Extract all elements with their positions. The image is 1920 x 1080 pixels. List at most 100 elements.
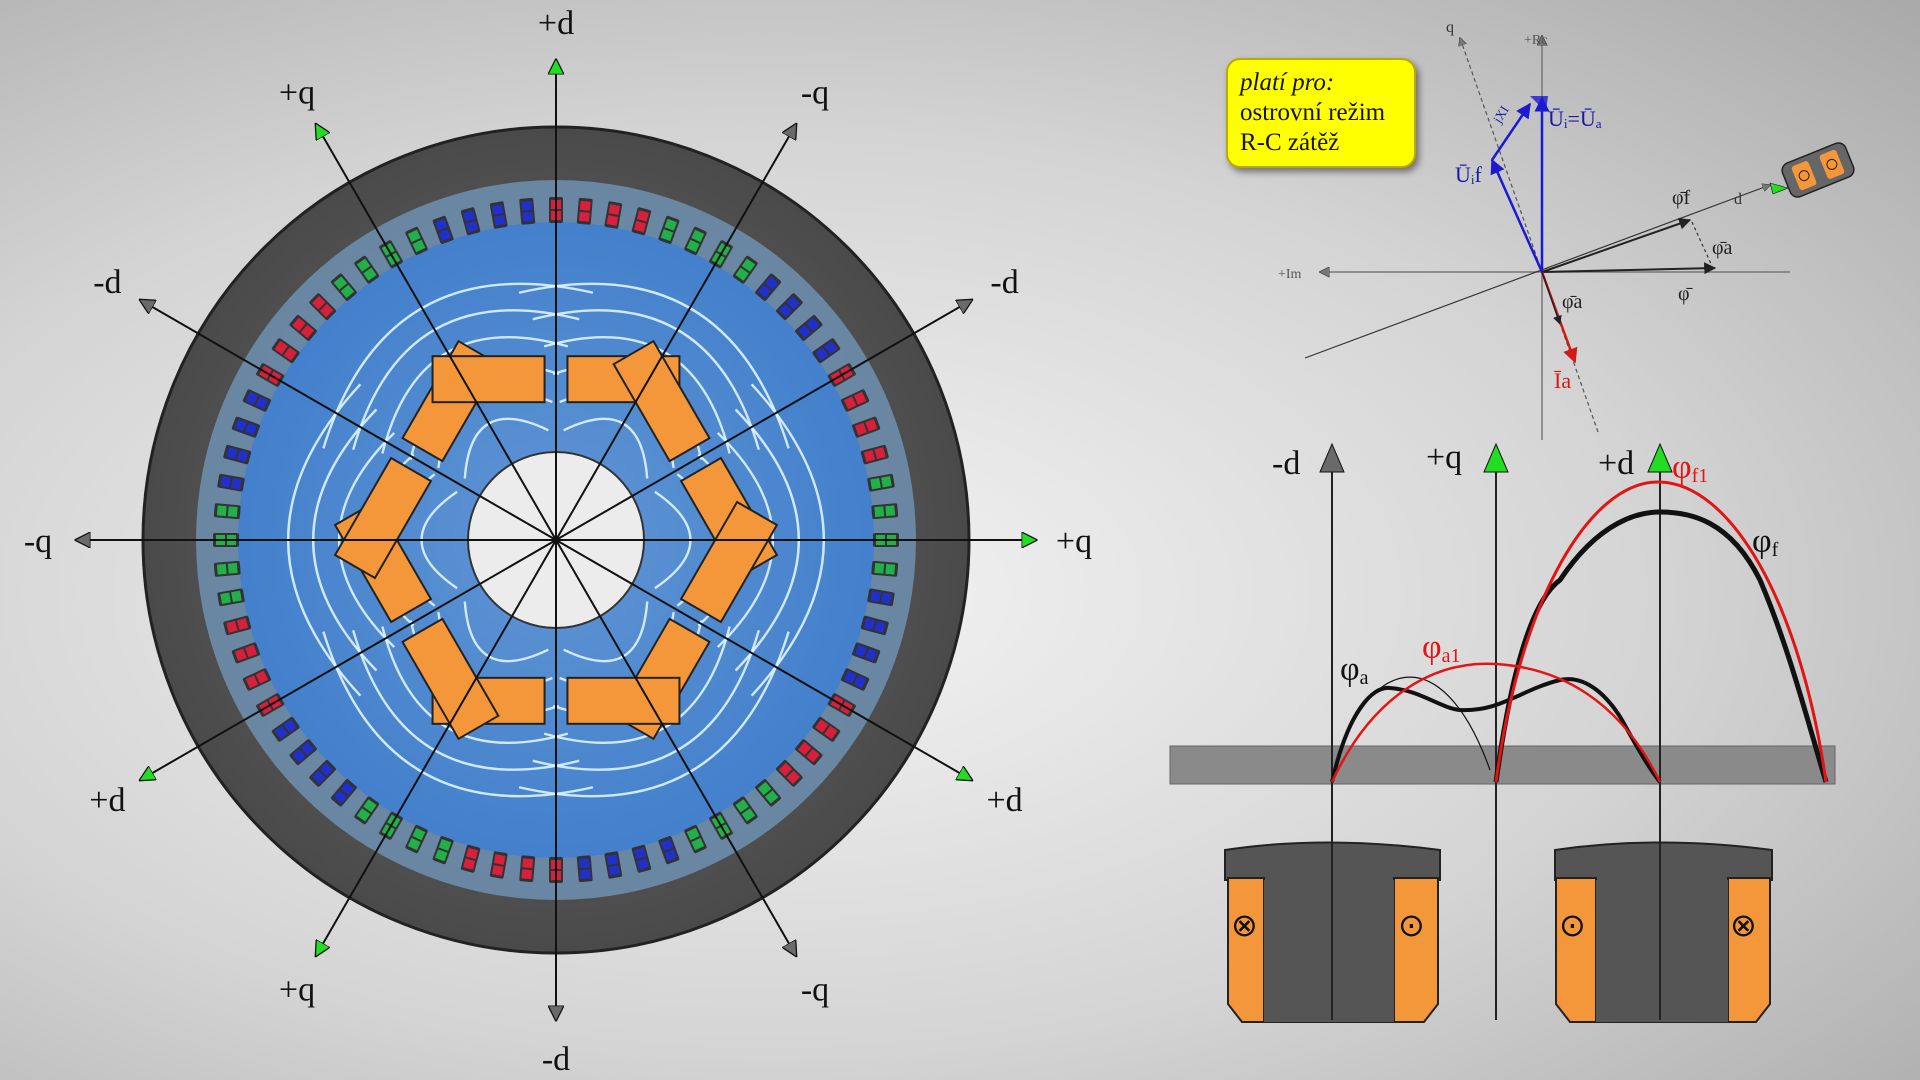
stator-slot bbox=[732, 796, 758, 825]
axis-plus-d-label: +d bbox=[1598, 445, 1634, 482]
axis-plus-q-label: +q bbox=[1426, 439, 1462, 476]
stator-slot bbox=[852, 416, 881, 438]
stator-slot bbox=[231, 642, 260, 664]
stator-slot bbox=[840, 389, 870, 412]
note-box: platí pro: ostrovní režim R-C zátěž bbox=[1226, 58, 1416, 168]
stator-slot bbox=[330, 779, 357, 807]
axis-plus-d-arrow bbox=[1647, 442, 1673, 473]
phi-label: φ̄ bbox=[1678, 283, 1694, 305]
uif-label: Ūᵢf bbox=[1455, 162, 1482, 187]
stator-slot bbox=[354, 255, 380, 284]
stator-slot bbox=[795, 739, 823, 766]
dot-symbol: ⊙ bbox=[1398, 906, 1425, 944]
stator-slot bbox=[871, 560, 899, 577]
q-axis-label: q bbox=[1446, 19, 1454, 36]
stator-slot bbox=[631, 207, 652, 236]
stator-slot bbox=[812, 338, 841, 364]
axis-spoke bbox=[316, 539, 557, 956]
stator-slot bbox=[576, 855, 593, 883]
axis-label: +d bbox=[538, 5, 574, 42]
axis-label: +q bbox=[1056, 523, 1092, 560]
axis-plus-q-arrow bbox=[1483, 442, 1509, 473]
axis-spoke bbox=[555, 124, 796, 541]
stator-slot bbox=[289, 739, 317, 766]
stator-slot bbox=[755, 779, 782, 807]
axis-label: -d bbox=[542, 1041, 570, 1078]
stator-slot bbox=[519, 197, 536, 225]
stator-slot bbox=[223, 615, 252, 636]
stator-slot bbox=[860, 444, 889, 465]
axis-labels: +d-q-d+q+d-q-d+q+d-q-d+q bbox=[24, 5, 1092, 1078]
stator-slot bbox=[489, 201, 508, 229]
phi-a-label: φa bbox=[1340, 651, 1369, 689]
axis-lines bbox=[76, 60, 1036, 1020]
phi-a-low bbox=[1541, 271, 1562, 325]
jx-phasor bbox=[1490, 102, 1532, 161]
axis-spoke bbox=[555, 300, 972, 541]
stator-slot bbox=[604, 201, 623, 229]
stator-slot bbox=[309, 293, 336, 320]
stator-slot bbox=[852, 642, 881, 664]
jx-label: jXI bbox=[1489, 103, 1511, 127]
stator-slot bbox=[631, 844, 652, 873]
axis-label: -d bbox=[990, 264, 1018, 301]
axis-label: -q bbox=[801, 972, 829, 1009]
stator-slot bbox=[867, 588, 895, 607]
stator-slot bbox=[354, 796, 380, 825]
rotor-pole bbox=[566, 339, 711, 463]
axis-minus-d-arrow bbox=[1319, 442, 1345, 473]
d-axis-green-arrow bbox=[1769, 182, 1789, 195]
phi-a-curve bbox=[1330, 677, 1662, 784]
stator-slot bbox=[460, 844, 481, 873]
rotor-poles bbox=[333, 339, 779, 741]
stator-slot bbox=[867, 473, 895, 492]
stator-slot bbox=[658, 836, 680, 865]
stator-slot bbox=[776, 293, 803, 320]
axis-label: -d bbox=[93, 264, 121, 301]
rotor-pole bbox=[401, 617, 546, 741]
phi-f1-label: φf1 bbox=[1672, 449, 1708, 487]
pole-shoe-right bbox=[1554, 841, 1773, 1023]
stator-slot bbox=[405, 226, 428, 256]
stator-slot bbox=[460, 207, 481, 236]
stator-slot bbox=[684, 824, 707, 854]
cross-symbol: ⊗ bbox=[1231, 906, 1258, 944]
stator-slot bbox=[871, 503, 899, 520]
dot-symbol: ⊙ bbox=[1559, 906, 1586, 944]
ui-ua-label: Ūᵢ=Ūₐ bbox=[1548, 106, 1602, 131]
axis-spoke bbox=[140, 539, 557, 780]
rotor-pole bbox=[566, 617, 711, 741]
phi-f-phasor bbox=[1541, 217, 1692, 273]
stator-slot bbox=[755, 273, 782, 301]
rotor-pole bbox=[333, 456, 433, 624]
axis-spoke bbox=[140, 300, 557, 541]
phi-f-label: φf bbox=[1752, 523, 1779, 561]
uif-phasor bbox=[1490, 158, 1544, 273]
stator-slot bbox=[489, 851, 508, 879]
d-axis-label: d bbox=[1734, 191, 1742, 208]
stator-slot bbox=[213, 560, 241, 577]
note-title: platí pro: bbox=[1240, 69, 1335, 96]
note-line-1: ostrovní režim bbox=[1240, 99, 1386, 126]
axis-label: +q bbox=[279, 74, 315, 111]
stator-slot bbox=[271, 338, 300, 364]
stator-slot bbox=[309, 760, 336, 787]
axis-label: +d bbox=[987, 782, 1023, 819]
axis-minus-d-label: -d bbox=[1272, 445, 1300, 482]
stator-slot bbox=[213, 503, 241, 520]
stator-slot bbox=[684, 226, 707, 256]
axis-label: -q bbox=[24, 523, 52, 560]
ia-label: Īa bbox=[1554, 368, 1571, 393]
stator-slots bbox=[213, 197, 899, 883]
stator-slot bbox=[840, 668, 870, 691]
stator-slot bbox=[860, 615, 889, 636]
stator-slot bbox=[242, 668, 272, 691]
mini-rotor-icon bbox=[1781, 142, 1855, 198]
q-axis-line bbox=[1460, 38, 1599, 433]
ui-phasor-tip bbox=[1530, 96, 1548, 112]
phi-f-curve bbox=[1493, 509, 1829, 783]
d-axis-line bbox=[1304, 185, 1770, 359]
stator-slot bbox=[289, 314, 317, 341]
stator-slot bbox=[576, 197, 593, 225]
stator-slot bbox=[223, 444, 252, 465]
